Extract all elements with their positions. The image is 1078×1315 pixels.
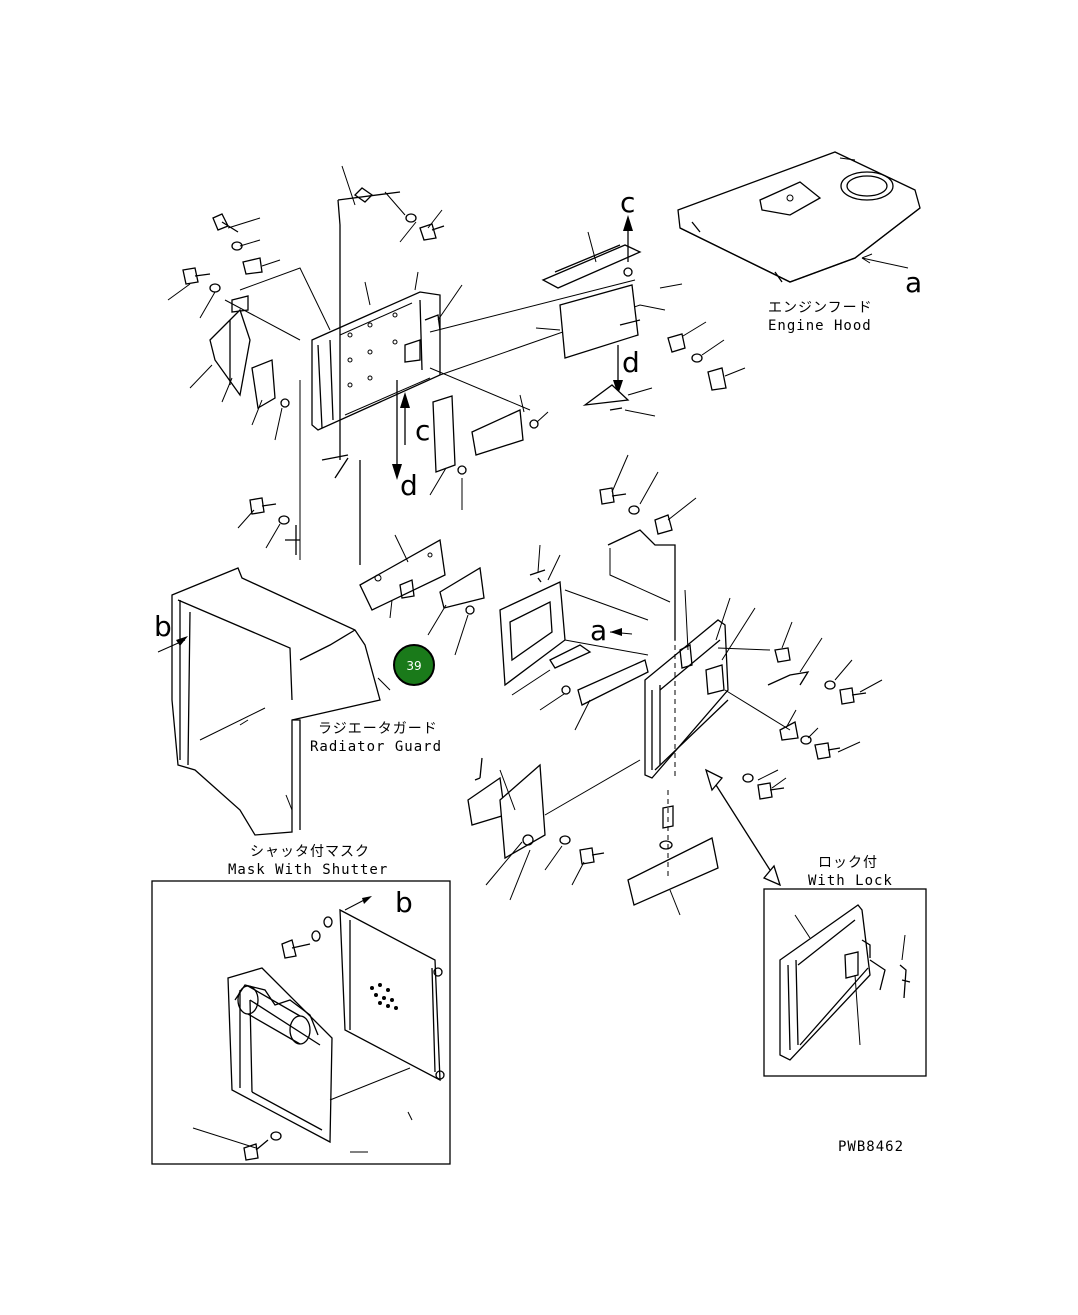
marker-a-hood: a <box>905 266 922 299</box>
diagram-code: PWB8462 <box>838 1139 904 1155</box>
marker-c-left: c <box>415 414 430 447</box>
marker-a-arrowhead <box>610 628 622 636</box>
right-center-assembly <box>499 454 883 800</box>
radiator-guard-label-en: Radiator Guard <box>310 739 442 755</box>
marker-d-left: d <box>400 469 418 502</box>
callout-39-number[interactable]: 39 <box>406 659 421 673</box>
upper-left-assembly <box>167 165 666 560</box>
marker-c-right: c <box>620 186 635 219</box>
radiator-guard-label-jp: ラジエータガード <box>318 721 438 737</box>
engine-hood-label-en: Engine Hood <box>768 318 872 334</box>
marker-b-shutter: b <box>395 886 413 919</box>
mask-shutter-label-jp: シャッタ付マスク <box>250 844 370 860</box>
callout-39-circle[interactable] <box>393 644 435 686</box>
mask-with-shutter-box <box>151 880 451 1165</box>
callout-39[interactable]: 39 <box>393 644 435 686</box>
center-bracket <box>359 460 485 656</box>
shutter-holes <box>370 983 398 1010</box>
engine-hood <box>677 151 921 283</box>
radiator-guard <box>157 567 391 836</box>
mask-shutter-label-en: Mask With Shutter <box>228 862 388 878</box>
double-arrow <box>704 768 782 887</box>
bolt-washer-left <box>237 497 290 549</box>
with-lock-label-jp: ロック付 <box>818 855 878 871</box>
frame-holes <box>347 312 398 388</box>
marker-b-guard: b <box>154 610 172 643</box>
lower-center-parts <box>467 757 719 916</box>
upper-right-plates <box>535 215 746 417</box>
with-lock-box <box>763 888 927 1077</box>
marker-d-right: d <box>622 346 640 379</box>
with-lock-label-en: With Lock <box>808 873 893 889</box>
engine-hood-label-jp: エンジンフード <box>768 300 873 316</box>
marker-a-center: a <box>590 614 607 647</box>
